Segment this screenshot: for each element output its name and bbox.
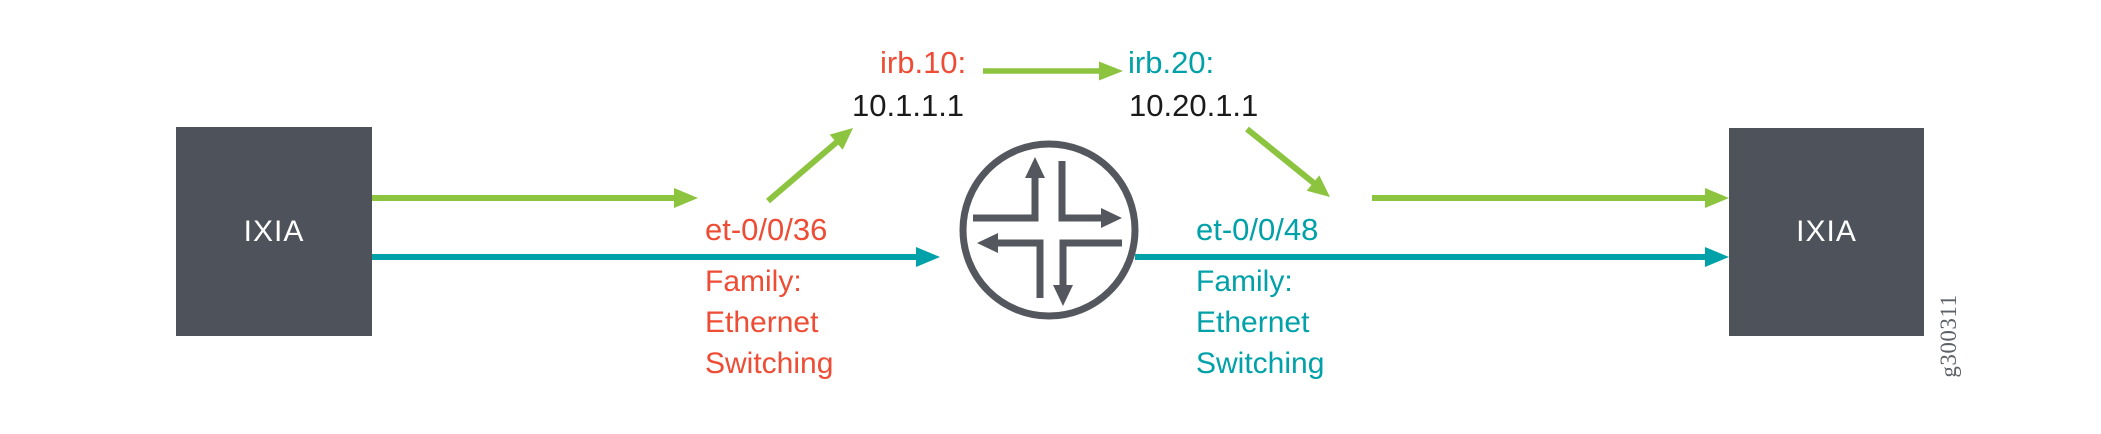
router-icon [959,140,1139,320]
irb10-ip: 10.1.1.1 [852,88,965,123]
right-ixia-box: IXIA [1729,128,1924,336]
irb10-label: irb.10: [880,45,967,80]
irb10-pointer-arrowhead [829,128,853,150]
figure-id: g300311 [1936,294,1961,378]
router-arrow-up-head [1025,157,1045,178]
right-family-line-3: Switching [1196,347,1325,380]
left-interface-family-block: Family: Ethernet Switching [705,261,833,384]
right-interface-family-block: Family: Ethernet Switching [1196,261,1324,384]
irb10-pointer-line [766,138,840,204]
router-circle [959,140,1139,320]
left-ixia-label: IXIA [243,214,305,248]
left-family-line-3: Switching [705,347,834,380]
green-link-right-arrowhead [1705,188,1729,208]
right-ixia-label: IXIA [1796,215,1857,248]
router-arrow-right-head [1101,208,1122,228]
irb20-pointer-line [1245,126,1317,187]
router-arrow-down-head [1053,285,1073,306]
right-family-line-2: Ethernet [1196,306,1310,339]
left-family-line-2: Ethernet [705,306,819,339]
left-ixia-box: IXIA [176,127,372,336]
irb20-label: irb.20: [1128,45,1215,80]
router-arrow-down-line [1059,239,1122,287]
irb20-pointer-arrowhead [1306,175,1330,197]
router-arrow-left-head [977,233,998,253]
irb20-ip: 10.20.1.1 [1129,88,1259,123]
green-link-left-arrowhead [674,188,698,208]
interface-et-0-0-36-label: et-0/0/36 [705,212,828,247]
irb-link-arrowhead [1099,61,1123,81]
router-arrow-left-line [996,239,1044,298]
teal-link-left-arrowhead [916,247,940,267]
router-arrow-up-line [973,176,1039,222]
left-family-line-1: Family: [705,265,802,298]
router-arrow-right-line [1058,161,1103,222]
interface-et-0-0-48-label: et-0/0/48 [1196,212,1319,247]
teal-link-right-arrowhead [1705,247,1729,267]
right-family-line-1: Family: [1196,265,1293,298]
